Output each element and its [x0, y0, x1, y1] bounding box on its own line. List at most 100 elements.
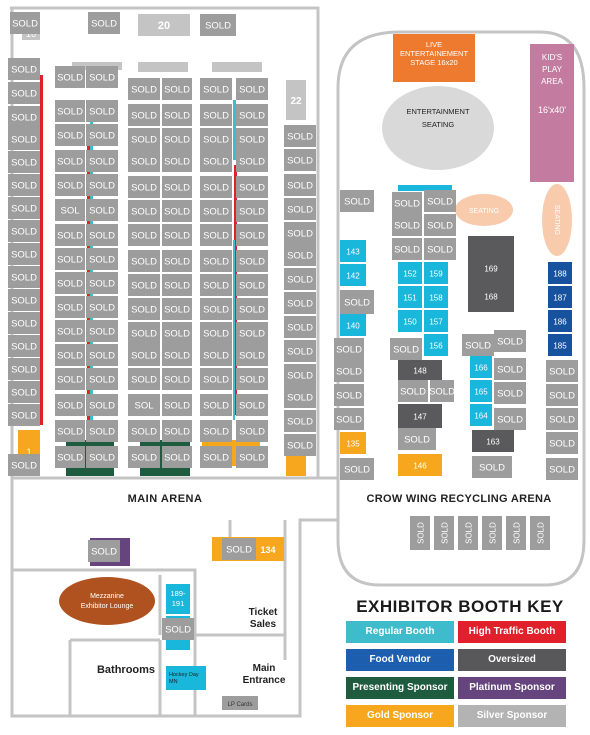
booth-185: 185 — [548, 334, 572, 356]
sold-booth: SOL — [128, 394, 160, 416]
sold-booth: SOLD — [8, 220, 40, 242]
sold-booth: SOLD — [546, 384, 578, 406]
sold-booth: SOLD — [429, 380, 455, 402]
booth-165-label: 165 — [474, 388, 488, 397]
sold-booth: SOLD — [236, 200, 268, 222]
sold-booth-label: SOLD — [164, 231, 190, 242]
sold-booth-label: SOLD — [131, 257, 157, 268]
sold-booth-label: SOLD — [239, 135, 265, 146]
regular-strip — [398, 185, 452, 191]
booth-152-box — [398, 262, 422, 284]
sold-booth: SOLD — [88, 12, 120, 34]
sold-booth: SOLD — [86, 248, 118, 270]
sold-booth: SOLD — [8, 381, 40, 403]
sold-booth-box — [340, 290, 374, 314]
sold-booth: SOLD — [236, 128, 268, 150]
booth-157: 157 — [424, 310, 448, 332]
sold-booth-label: SOLD — [11, 113, 37, 124]
sold-booth: SOLD — [236, 78, 268, 100]
sold-booth: SOLD — [398, 428, 436, 450]
booth-151-label: 151 — [403, 294, 417, 303]
sold-booth-label: SOLD — [89, 453, 115, 464]
sold-booth-box — [162, 200, 192, 222]
crow-wing-booths: SOLD143142SOLD140SOLDSOLDSOLDSOLD135SOLD… — [334, 185, 578, 550]
sold-booth-label: SOLD — [11, 181, 37, 192]
booth-189-191-label: 189-191 — [170, 589, 186, 608]
sold-booth: SOLD — [162, 322, 192, 344]
sold-booth-label: SOLD — [549, 415, 575, 426]
booth-186-box — [548, 310, 572, 332]
sold-booth-box — [88, 12, 120, 34]
sold-booth-label: SOLD — [239, 427, 265, 438]
silver-strip-2 — [212, 62, 262, 72]
sold-booth: SOLD — [86, 344, 118, 366]
sold-booth: SOLD — [340, 190, 374, 212]
key-item-high-traffic-booth: High Traffic Booth — [458, 621, 566, 643]
booth-187: 187 — [548, 286, 572, 308]
sold-booth-label: SOLD — [537, 522, 546, 544]
sold-booth-label: SOLD — [11, 411, 37, 422]
sold-booth-label: SOLD — [89, 279, 115, 290]
sold-booth: SOLD — [8, 312, 40, 334]
sold-booth: SOLD — [128, 250, 160, 272]
sold-booth-box — [162, 394, 192, 416]
booth-157-label: 157 — [429, 318, 443, 327]
sold-booth-label: SOLD — [427, 197, 453, 208]
sold-booth-box — [8, 82, 40, 104]
sold-booth-box — [86, 420, 118, 442]
sold-booth-label: SOLD — [497, 415, 523, 426]
sold-booth-label: SOLD — [164, 85, 190, 96]
sold-booth: SOLD — [86, 150, 118, 172]
sold-booth: SOLD — [200, 78, 232, 100]
booth-150-box — [398, 310, 422, 332]
sold-booth-label: SOLD — [164, 135, 190, 146]
sold-booth: SOLD — [530, 516, 550, 550]
sold-booth-box — [398, 380, 428, 402]
sold-booth: SOLD — [390, 338, 422, 360]
booth-169-label: 169 — [484, 265, 498, 274]
sold-booth: SOLD — [506, 516, 526, 550]
sold-booth-box — [8, 197, 40, 219]
sold-booth-box — [8, 106, 40, 128]
booth-151-box — [398, 286, 422, 308]
sold-booth-label: SOLD — [203, 183, 229, 194]
sold-booth-box — [86, 150, 118, 172]
booth-157-box — [424, 310, 448, 332]
sold-booth-box — [334, 408, 364, 430]
kids-play-area-size: 16'x40' — [538, 105, 566, 115]
sold-booth-label: SOLD — [203, 231, 229, 242]
booth-163: 163 — [472, 430, 514, 452]
sold-booth-box — [546, 408, 578, 430]
sold-booth-label: SOLD — [513, 522, 522, 544]
sold-booth: SOLD — [200, 368, 232, 390]
sold-booth-label: SOLD — [57, 157, 83, 168]
sold-booth: SOLD — [392, 192, 422, 214]
sold-booth-box — [236, 176, 268, 198]
sold-booth-label: SOLD — [336, 391, 362, 402]
sold-booth-label: SOLD — [344, 465, 370, 476]
sold-booth-label: SOLD — [11, 89, 37, 100]
sold-booth-box — [200, 78, 232, 100]
sold-booth-box — [200, 298, 232, 320]
sold-booth-label: SOLD — [89, 131, 115, 142]
sold-booth-box — [200, 420, 232, 442]
sold-booth-label: SOLD — [11, 461, 37, 472]
sold-booth-box — [236, 368, 268, 390]
sold-booth-label: SOLD — [203, 351, 229, 362]
sold-booth-label: SOLD — [203, 281, 229, 292]
sold-booth: SOLD — [8, 454, 40, 476]
sold-booth: SOLD — [236, 322, 268, 344]
sold-booth: SOLD — [162, 446, 192, 468]
sold-booth-box — [200, 344, 232, 366]
sold-booth: SOLD — [162, 224, 192, 246]
sold-booth-box — [128, 104, 160, 126]
sold-booth-label: SOLD — [89, 231, 115, 242]
sold-booth-label: SOLD — [239, 329, 265, 340]
booth-166-box — [470, 356, 492, 378]
sold-booth: SOLD — [462, 334, 494, 356]
booth-20 — [138, 14, 190, 36]
sold-booth: SOLD — [546, 408, 578, 430]
sold-booth: SOLD — [86, 100, 118, 122]
seating-oval-1-label: SEATING — [469, 208, 499, 215]
sold-booth: SOLD — [55, 344, 85, 366]
